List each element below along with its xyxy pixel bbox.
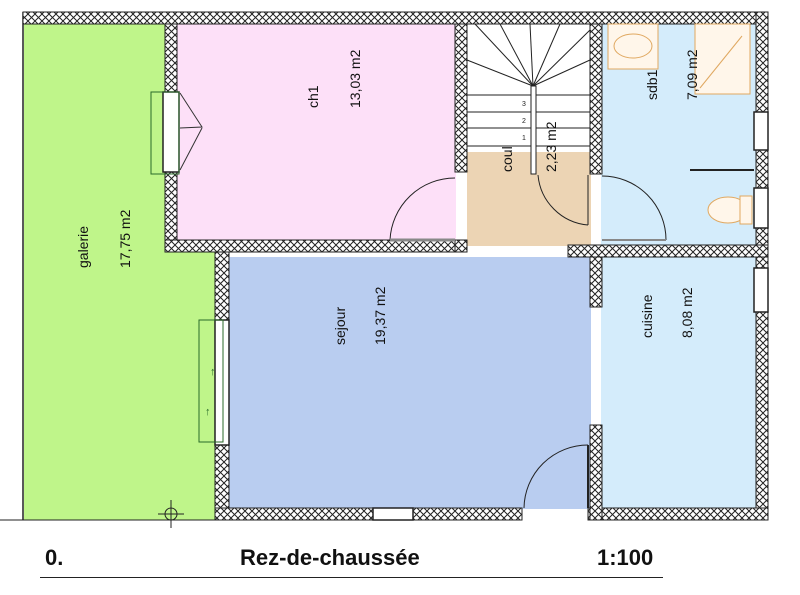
room-couloir <box>467 152 591 246</box>
sejour-name: sejour <box>332 307 348 345</box>
caption-scale: 1:100 <box>597 545 654 570</box>
sdb1-area: 7,09 m2 <box>684 49 700 100</box>
doors <box>389 174 667 509</box>
stairs-lines <box>466 23 591 175</box>
cuisine-name: cuisine <box>639 294 655 338</box>
couloir-area: 2,23 m2 <box>543 121 559 172</box>
caption-level: 0. <box>45 545 64 570</box>
fixtures <box>607 23 753 225</box>
room-cuisine <box>601 257 756 509</box>
sdb1-name: sdb1 <box>644 69 660 100</box>
ch1-name: ch1 <box>305 85 321 108</box>
floor-plan: ↑ ↑ 1 2 3 galerie 17,75 m2 ch1 <box>0 11 769 528</box>
couloir-name: coul <box>499 146 515 172</box>
room-ch1 <box>177 24 456 241</box>
room-sejour <box>229 257 591 509</box>
cuisine-area: 8,08 m2 <box>679 287 695 338</box>
level-marker-icon <box>158 500 184 528</box>
stairs <box>467 24 591 152</box>
caption-underline <box>40 577 663 578</box>
caption-title: Rez-de-chaussée <box>240 545 420 570</box>
galerie-name: galerie <box>75 226 91 268</box>
svg-text:↑: ↑ <box>210 366 216 378</box>
svg-text:↑: ↑ <box>205 406 211 418</box>
sejour-area: 19,37 m2 <box>372 286 388 345</box>
stair-step-2: 2 <box>522 118 526 125</box>
galerie-area: 17,75 m2 <box>117 209 133 268</box>
stair-step-3: 3 <box>522 101 526 108</box>
windows <box>162 91 769 521</box>
stair-step-1: 1 <box>522 135 526 142</box>
ch1-area: 13,03 m2 <box>347 49 363 108</box>
